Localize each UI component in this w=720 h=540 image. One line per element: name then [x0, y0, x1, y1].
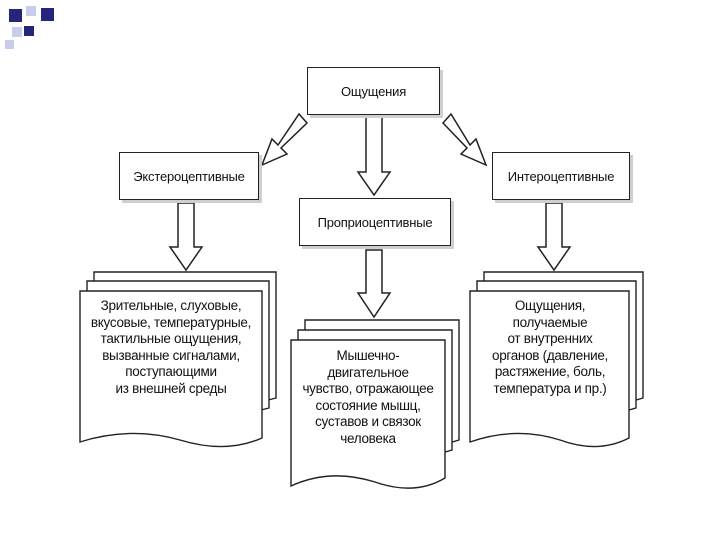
corner-square-dark [41, 8, 54, 21]
corner-square-light [12, 27, 22, 37]
node-interoceptive: Интероцептивные [492, 152, 630, 200]
corner-square-dark [24, 26, 34, 36]
doc-stack-extero [79, 271, 277, 448]
corner-square-light [26, 6, 36, 16]
corner-square-dark [9, 9, 22, 22]
doc-text-proprioceptive: Мышечно- двигательное чувство, отражающе… [302, 348, 434, 446]
node-exteroceptive: Экстероцептивные [119, 152, 259, 200]
arrow-extero-to-doc [168, 202, 204, 272]
doc-text-interoceptive: Ощущения, получаемые от внутренних орган… [491, 298, 609, 396]
doc-stack-proprio [290, 319, 460, 489]
doc-text-exteroceptive: Зрительные, слуховые, вкусовые, температ… [90, 298, 252, 396]
corner-square-light [5, 40, 14, 49]
arrow-intero-to-doc [536, 202, 572, 272]
arrow-to-intero [441, 112, 488, 167]
node-proprioceptive: Проприоцептивные [299, 198, 451, 246]
node-sensations: Ощущения [307, 67, 440, 115]
arrow-to-proprio [356, 116, 392, 197]
arrow-to-extero [260, 112, 309, 167]
doc-stack-intero [469, 271, 644, 448]
arrow-proprio-to-doc [356, 249, 392, 319]
